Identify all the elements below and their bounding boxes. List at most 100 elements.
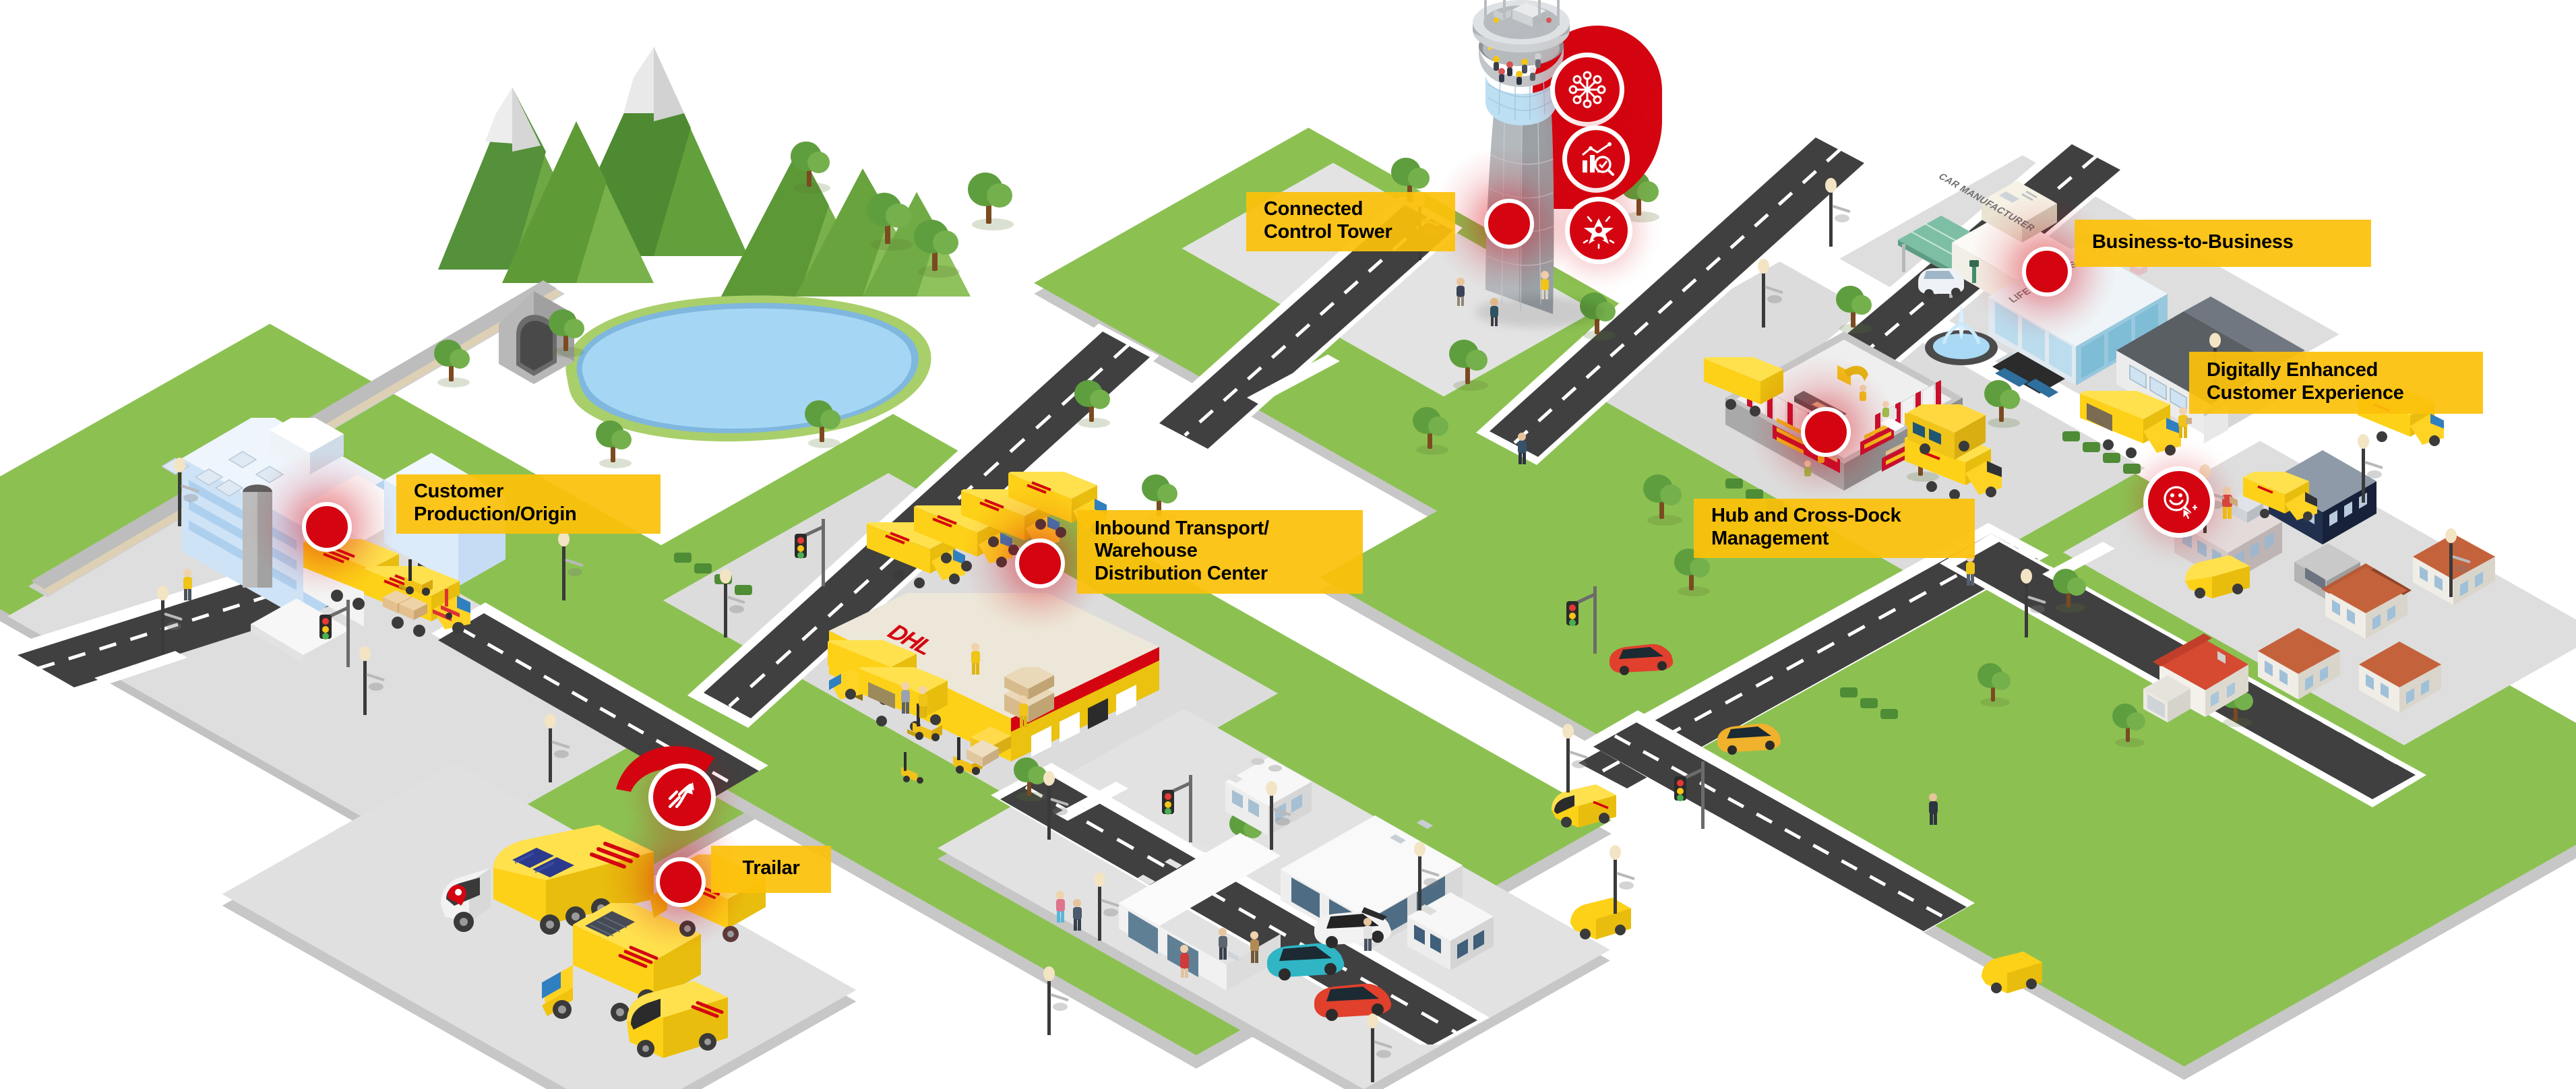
- marker-trailar[interactable]: [656, 857, 706, 907]
- label-digitally-enhanced-customer-experience[interactable]: Digitally Enhanced Customer Experience: [2189, 352, 2483, 414]
- house: [2312, 532, 2440, 654]
- hedge: [674, 553, 692, 563]
- traffic-light: [1159, 768, 1206, 849]
- tree: [1833, 283, 1875, 336]
- street-lamp: [1409, 839, 1442, 920]
- pallet-jack: [429, 585, 469, 624]
- hedge: [2103, 453, 2120, 463]
- shopper-with-trolley: [1213, 927, 1240, 966]
- road-centre-diag-b: [991, 627, 1530, 1050]
- street-lamp: [152, 583, 185, 664]
- tree: [802, 398, 844, 450]
- marker-business-to-business[interactable]: [2022, 247, 2072, 297]
- pedestrian: [1486, 297, 1502, 328]
- network-hub-icon[interactable]: [1550, 53, 1624, 127]
- tree: [964, 168, 1016, 233]
- courier-with-parcel: [2217, 485, 2238, 523]
- house-with-garage: [2143, 600, 2292, 735]
- pedestrian: [1246, 930, 1264, 969]
- label-connected-control-tower[interactable]: Connected Control Tower: [1246, 192, 1455, 251]
- mountain-range: [431, 13, 1011, 364]
- marker-hub-cross-dock[interactable]: [1801, 407, 1851, 457]
- label-trailar[interactable]: Trailar: [711, 846, 831, 893]
- road-right-lower-branch: [1584, 660, 2015, 943]
- forklift: [903, 701, 950, 745]
- cross-dock-hub-warehouse: [1705, 323, 1988, 546]
- tree: [1072, 377, 1113, 430]
- pedestrian: [1513, 431, 1531, 468]
- dhl-van: [607, 964, 755, 1071]
- hedge: [2123, 464, 2141, 474]
- worker: [914, 685, 931, 721]
- pallet-stack: [998, 663, 1078, 741]
- street-lamp: [354, 644, 388, 724]
- pedestrian: [1961, 553, 1979, 589]
- hedge: [1725, 478, 1743, 489]
- street-lamp: [2015, 566, 2049, 647]
- air-traffic-control-tower: [1421, 0, 1623, 317]
- tree: [910, 216, 962, 280]
- marker-connected-control-tower[interactable]: [1484, 199, 1534, 249]
- car-red-on-road: [1604, 633, 1678, 678]
- mountain-lake: [519, 266, 950, 462]
- hedge: [2062, 431, 2080, 441]
- tree: [2050, 566, 2089, 615]
- customer-smile-search-icon[interactable]: [2143, 466, 2215, 538]
- pedestrian: [1068, 898, 1086, 934]
- label-inbound-transport-warehouse-distribution-center[interactable]: Inbound Transport/ Warehouse Distributio…: [1077, 510, 1363, 594]
- pallet-boxes: [377, 580, 431, 620]
- street-lamp: [1038, 768, 1072, 849]
- street-lamp: [2352, 431, 2386, 512]
- analytics-search-icon[interactable]: [1562, 125, 1630, 193]
- dhl-van-on-road: [2177, 546, 2265, 601]
- dhl-van-on-road: [1543, 775, 1631, 830]
- road-tower-right: [1436, 128, 1894, 492]
- trailar-solar-arrows-icon[interactable]: [648, 764, 716, 831]
- street-lamp: [168, 455, 202, 536]
- dealership-side-office: [1395, 869, 1523, 991]
- worker: [179, 567, 196, 604]
- street-lamp: [1752, 256, 1786, 337]
- traffic-light: [1564, 580, 1611, 660]
- street-lamp: [1557, 721, 1591, 802]
- label-customer-production-origin[interactable]: Customer Production/Origin: [396, 474, 661, 534]
- tree: [1975, 660, 2014, 709]
- pallet-boxes: [964, 714, 1038, 768]
- bus-yellow: [1901, 395, 2002, 465]
- tree: [787, 138, 833, 196]
- street-lamp: [553, 529, 586, 610]
- pedestrian: [1924, 792, 1942, 828]
- marker-inbound-warehouse[interactable]: [1015, 538, 1065, 588]
- tree: [863, 189, 915, 253]
- star-person-icon[interactable]: [1565, 197, 1632, 264]
- tree: [2110, 701, 2149, 749]
- traffic-light: [317, 593, 364, 674]
- tree: [593, 418, 635, 470]
- label-business-to-business[interactable]: Business-to-Business: [2075, 220, 2371, 267]
- tree: [1672, 546, 1713, 598]
- road-tower-left: [1132, 195, 1510, 478]
- car-red: [1308, 970, 1402, 1024]
- tree: [431, 337, 473, 390]
- hedge: [735, 585, 752, 595]
- marker-customer-production[interactable]: [302, 502, 352, 552]
- street-lamp: [2440, 526, 2474, 606]
- car-white: [1308, 896, 1402, 953]
- label-hub-and-cross-dock-management[interactable]: Hub and Cross-Dock Management: [1694, 499, 1975, 558]
- pedestrian: [1175, 943, 1194, 983]
- worker: [896, 681, 914, 717]
- hedge: [1880, 709, 1898, 719]
- park-fountain: [1914, 297, 2008, 371]
- dhl-van: [2238, 465, 2332, 530]
- street-lamp: [1820, 175, 1853, 256]
- worker: [1014, 694, 1032, 730]
- traffic-light: [1672, 755, 1719, 836]
- street-lamp: [1088, 869, 1122, 950]
- hedge: [1860, 698, 1878, 708]
- dhl-van-on-road: [1975, 943, 2056, 996]
- house: [2345, 606, 2474, 728]
- hedge: [1746, 489, 1763, 499]
- forklift: [395, 557, 439, 598]
- street-lamp: [1604, 842, 1638, 923]
